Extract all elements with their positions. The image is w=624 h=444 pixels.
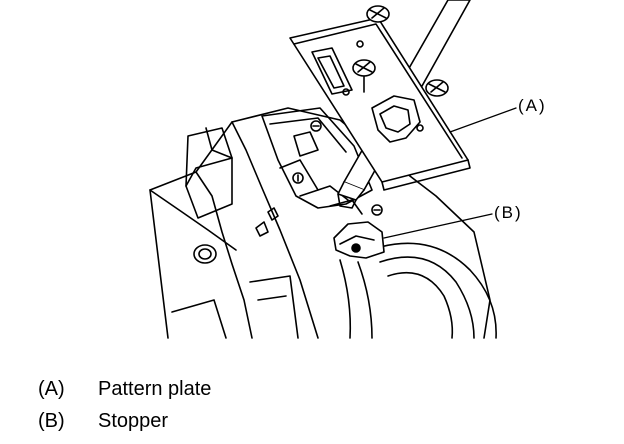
legend-key: (B)	[38, 410, 65, 432]
plate-screws	[352, 5, 449, 97]
stopper	[329, 199, 385, 259]
legend-label: Pattern plate	[98, 378, 212, 400]
leader-b	[383, 213, 493, 239]
leader-lines	[383, 107, 517, 239]
legend-item-a: (A) Pattern plate	[38, 378, 211, 401]
legend-key: (A)	[38, 378, 65, 400]
legend-label: Stopper	[98, 410, 169, 432]
mechanism-drawing	[149, 0, 517, 339]
pattern-plate	[289, 17, 471, 191]
leader-a	[449, 107, 517, 133]
machine-housing	[149, 107, 491, 339]
inner-frame	[261, 107, 383, 216]
callout-b-label: (B)	[494, 203, 523, 222]
callout-a-label: (A)	[518, 96, 547, 115]
drum	[339, 242, 497, 339]
legend-item-b: (B) Stopper	[38, 410, 168, 433]
